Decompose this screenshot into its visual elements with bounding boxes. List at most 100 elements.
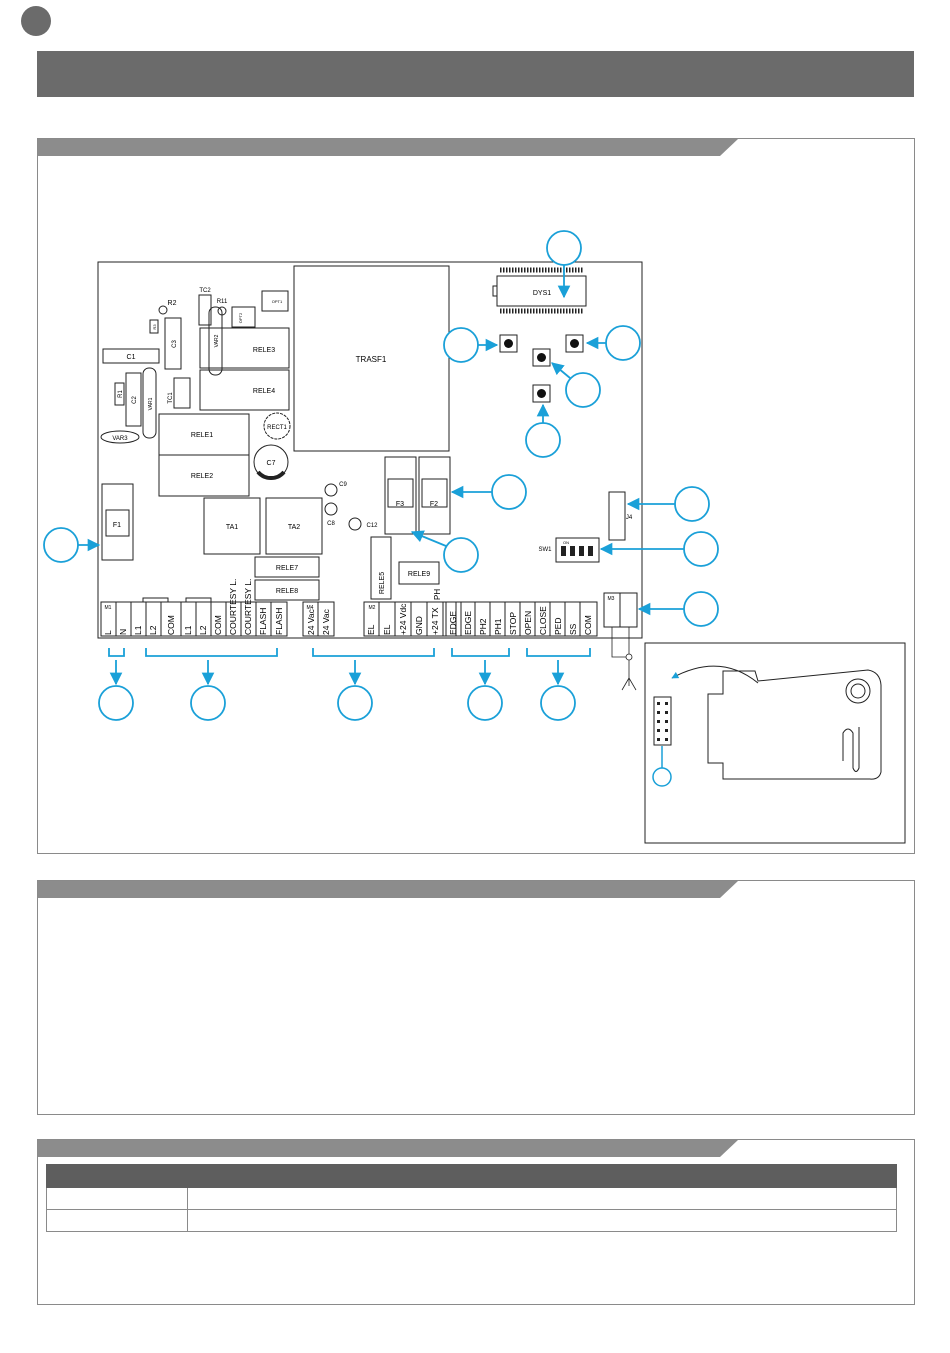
fuse-f1: F1 xyxy=(101,483,134,561)
svg-text:+24 TX: +24 TX xyxy=(430,607,440,635)
capacitor-c9 xyxy=(324,483,338,497)
callout-motor xyxy=(190,685,226,721)
svg-text:C7: C7 xyxy=(267,460,276,467)
svg-text:EL: EL xyxy=(366,624,376,635)
svg-text:RELE5: RELE5 xyxy=(379,572,386,594)
callout-sw1 xyxy=(683,531,719,567)
label-dys1: DYS1 xyxy=(533,290,551,297)
svg-text:M3: M3 xyxy=(608,596,615,602)
section-tab xyxy=(38,1140,738,1157)
svg-text:RELE2: RELE2 xyxy=(191,473,213,480)
svg-text:SW1: SW1 xyxy=(538,547,552,553)
svg-text:L1: L1 xyxy=(133,625,143,635)
svg-text:F2: F2 xyxy=(430,501,438,508)
svg-text:C3: C3 xyxy=(172,340,178,348)
control-board-diagram: TRASF1 DYS1 RELE3 RELE4 RELE1 RELE2 RELE… xyxy=(43,230,906,844)
svg-text:TC1: TC1 xyxy=(168,392,174,404)
ta1 xyxy=(203,497,261,555)
opt1 xyxy=(261,290,289,312)
svg-text:RELE4: RELE4 xyxy=(253,388,275,395)
relay-rele5 xyxy=(370,536,392,600)
terminal-block-m3: M3 xyxy=(603,592,638,691)
svg-text:VAR3: VAR3 xyxy=(112,436,128,442)
tc1 xyxy=(173,377,191,409)
resistor-r2 xyxy=(158,305,168,315)
svg-text:L2: L2 xyxy=(148,625,158,635)
callout-safety xyxy=(467,685,503,721)
relay-rele9 xyxy=(398,561,440,585)
relay-rele7 xyxy=(254,556,320,578)
callout-dys1 xyxy=(546,230,582,266)
svg-text:R3: R3 xyxy=(152,324,157,330)
svg-text:N: N xyxy=(118,629,128,635)
table-row xyxy=(46,1209,897,1232)
resistor-r3 xyxy=(149,319,159,334)
relay-rele3 xyxy=(199,327,290,369)
terminal-block-m2: M2 xyxy=(363,601,457,637)
svg-text:COM: COM xyxy=(583,615,593,635)
description-section xyxy=(37,880,915,1115)
svg-text:GND: GND xyxy=(414,616,424,635)
svg-text:RELE7: RELE7 xyxy=(276,565,298,572)
board-diagram-section xyxy=(37,138,915,854)
capacitor-c8 xyxy=(324,502,338,516)
capacitor-c1 xyxy=(102,348,160,364)
svg-text:RELE1: RELE1 xyxy=(191,432,213,439)
svg-text:C8: C8 xyxy=(327,521,335,527)
receiver-inset xyxy=(644,642,906,844)
svg-text:R11: R11 xyxy=(217,299,228,305)
callout-fuse-f2 xyxy=(491,474,527,510)
svg-text:EDGE: EDGE xyxy=(463,611,473,635)
svg-text:EL: EL xyxy=(382,624,392,635)
spec-table xyxy=(46,1164,897,1232)
relay-rele8 xyxy=(254,579,320,601)
svg-text:COM: COM xyxy=(213,615,223,635)
relay-rele2 xyxy=(158,454,250,497)
svg-text:TA1: TA1 xyxy=(226,524,238,531)
push-buttons xyxy=(499,334,584,403)
svg-text:L2: L2 xyxy=(198,625,208,635)
terminal-block-m4: M4 xyxy=(302,601,335,637)
resistor-r1 xyxy=(114,382,125,406)
section-tab xyxy=(38,139,738,156)
svg-text:24 Vac: 24 Vac xyxy=(306,608,316,635)
svg-text:R1: R1 xyxy=(118,390,124,398)
callout-button-right xyxy=(605,325,641,361)
fuse-f2: F2 xyxy=(418,456,451,535)
tc2 xyxy=(198,294,212,326)
svg-text:L: L xyxy=(103,630,113,635)
svg-text:COURTESY L.: COURTESY L. xyxy=(228,579,238,635)
svg-text:CLOSE: CLOSE xyxy=(538,606,548,635)
dip-switch-sw1: ON SW1 xyxy=(538,537,600,563)
chip-dys1: DYS1 xyxy=(492,267,587,314)
svg-text:L1: L1 xyxy=(183,625,193,635)
svg-text:C12: C12 xyxy=(366,523,378,529)
callout-commands xyxy=(540,685,576,721)
svg-text:ON: ON xyxy=(563,540,569,545)
svg-text:+24 Vdc: +24 Vdc xyxy=(398,603,408,635)
fuse-f3: F3 xyxy=(384,456,417,535)
callout-button-bottom xyxy=(525,422,561,458)
capacitor-c12 xyxy=(348,517,362,531)
callout-button-middle xyxy=(565,372,601,408)
connector-j4 xyxy=(608,491,626,541)
svg-text:RECT1: RECT1 xyxy=(267,425,287,431)
page-number-badge xyxy=(21,6,51,36)
svg-text:F3: F3 xyxy=(396,501,404,508)
svg-text:FLASH: FLASH xyxy=(274,608,284,635)
svg-text:VAR1: VAR1 xyxy=(148,397,154,410)
svg-text:C9: C9 xyxy=(339,482,347,488)
callout-fuse-f3 xyxy=(443,537,479,573)
svg-text:OPEN: OPEN xyxy=(523,611,533,635)
svg-text:SS: SS xyxy=(568,623,578,635)
table-row xyxy=(46,1187,897,1210)
svg-text:RELE8: RELE8 xyxy=(276,588,298,595)
svg-text:RELE9: RELE9 xyxy=(408,571,430,578)
terminal-labels: L N L1 L2 COM L1 L2 COM COURTESY L. COUR… xyxy=(103,579,593,635)
terminal-block-main xyxy=(130,597,288,637)
callout-m3 xyxy=(683,591,719,627)
callout-button-left xyxy=(443,327,479,363)
svg-text:OPT2: OPT2 xyxy=(238,312,243,323)
svg-text:M1: M1 xyxy=(105,605,112,611)
svg-text:TC2: TC2 xyxy=(199,288,211,294)
